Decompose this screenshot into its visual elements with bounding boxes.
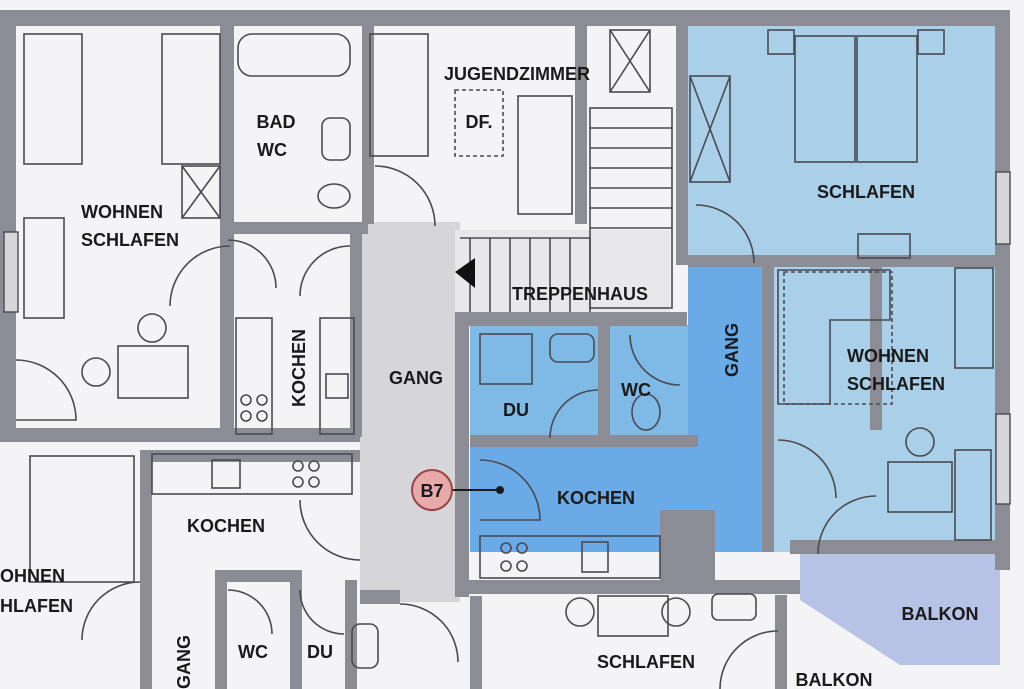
- label-schlafen-left-2: SCHLAFEN: [81, 230, 179, 250]
- door-icon: [719, 630, 779, 689]
- toilet-icon: [631, 393, 661, 431]
- sofa-icon: [29, 455, 135, 583]
- staircase-icon: [455, 107, 673, 312]
- windows: [3, 171, 1011, 505]
- door-icon: [299, 245, 351, 297]
- stair-area: [455, 230, 670, 320]
- label-wc-bad: WC: [257, 140, 287, 160]
- sink-icon: [321, 117, 351, 161]
- walls: [0, 10, 1010, 689]
- cabinet-icon: [954, 267, 994, 369]
- marker-label: B7: [420, 481, 443, 501]
- room-schlafen-top-right: [688, 22, 1000, 260]
- apartment-b7: [470, 22, 1002, 665]
- room-kochen-blue: [470, 440, 770, 552]
- sink-icon: [711, 593, 757, 621]
- shower-icon: [479, 333, 533, 385]
- sofa-icon: [777, 269, 891, 405]
- marker-badge[interactable]: [411, 469, 453, 511]
- bathtub-icon: [237, 33, 351, 77]
- label-balkon-right: BALKON: [902, 604, 979, 624]
- sink-icon: [549, 333, 595, 363]
- label-kochen-lower-left: KOCHEN: [187, 516, 265, 536]
- bed-icon: [856, 35, 918, 163]
- sink-icon: [351, 623, 379, 669]
- sink-icon: [325, 373, 349, 399]
- label-kochen-blue: KOCHEN: [557, 488, 635, 508]
- door-icon: [227, 589, 273, 635]
- label-schlafen-cut-2: HLAFEN: [0, 596, 73, 616]
- counter-icon: [235, 317, 273, 435]
- table-icon: [887, 461, 953, 513]
- room-wohnen-schlafen-right: [770, 262, 1002, 552]
- counter-icon: [319, 317, 355, 435]
- label-wc-lower: WC: [238, 642, 268, 662]
- door-icon: [817, 495, 877, 555]
- label-kochen-upper-left: KOCHEN: [289, 329, 309, 407]
- door-icon: [479, 459, 541, 521]
- room-labels: WOHNEN SCHLAFEN BAD WC JUGENDZIMMER DF. …: [0, 64, 979, 689]
- label-wohnen-right-1: WOHNEN: [847, 346, 929, 366]
- label-bad: BAD: [257, 112, 296, 132]
- label-balkon-bottom: BALKON: [796, 670, 873, 689]
- balcony-right: [800, 552, 1000, 665]
- wardrobe-icon: [181, 165, 221, 219]
- label-schlafen-bottom: SCHLAFEN: [597, 652, 695, 672]
- sofa-icon: [23, 217, 65, 319]
- door-icon: [695, 204, 755, 264]
- label-wohnen-cut-1: OHNEN: [0, 566, 65, 586]
- label-schlafen-top-right: SCHLAFEN: [817, 182, 915, 202]
- sink-icon: [211, 459, 241, 489]
- room-du: [470, 325, 610, 440]
- chair-icon: [137, 313, 167, 343]
- door-icon: [399, 603, 459, 663]
- label-jugendzimmer: JUGENDZIMMER: [444, 64, 590, 84]
- label-gang-blue: GANG: [722, 323, 742, 377]
- label-wohnen-left-1: WOHNEN: [81, 202, 163, 222]
- chair-icon: [81, 357, 111, 387]
- label-schlafen-right-2: SCHLAFEN: [847, 374, 945, 394]
- kitchen-counter-icon: [151, 453, 353, 495]
- toilet-icon: [317, 183, 351, 209]
- wardrobe-icon: [689, 75, 731, 183]
- door-icon: [299, 589, 345, 635]
- room-wc: [610, 325, 688, 440]
- door-icon: [227, 239, 277, 289]
- label-df: DF.: [466, 112, 493, 132]
- desk-icon: [517, 95, 573, 215]
- bed-icon: [161, 33, 221, 165]
- door-icon: [374, 165, 436, 227]
- stair-arrow-icon: [455, 258, 475, 288]
- bed-icon: [794, 35, 856, 163]
- cabinet-icon: [954, 449, 992, 541]
- label-du-lower: DU: [307, 642, 333, 662]
- door-icon: [777, 439, 837, 499]
- rug-icon: [783, 271, 893, 405]
- label-du: DU: [503, 400, 529, 420]
- door-icon: [15, 359, 77, 421]
- apartment-marker[interactable]: B7: [411, 469, 504, 511]
- bed-icon: [369, 33, 429, 157]
- door-icon: [549, 389, 599, 439]
- door-icon: [169, 245, 231, 307]
- door-icon: [629, 334, 681, 386]
- door-icon: [81, 581, 141, 641]
- chair-icon: [905, 427, 935, 457]
- sink-icon: [581, 541, 609, 573]
- label-gang-center: GANG: [389, 368, 443, 388]
- fixtures: [15, 29, 994, 689]
- skylight-icon: [454, 89, 504, 157]
- bed-icon: [597, 595, 669, 637]
- label-wc: WC: [621, 380, 651, 400]
- label-treppenhaus: TREPPENHAUS: [512, 284, 648, 304]
- wardrobe-icon: [609, 29, 651, 93]
- corridor-center: [360, 222, 460, 602]
- bed-icon: [23, 33, 83, 165]
- label-gang-lower: GANG: [174, 635, 194, 689]
- table-icon: [117, 345, 189, 399]
- marker-pointer-dot: [496, 486, 504, 494]
- kitchen-counter-icon: [479, 535, 661, 579]
- door-icon: [299, 499, 361, 561]
